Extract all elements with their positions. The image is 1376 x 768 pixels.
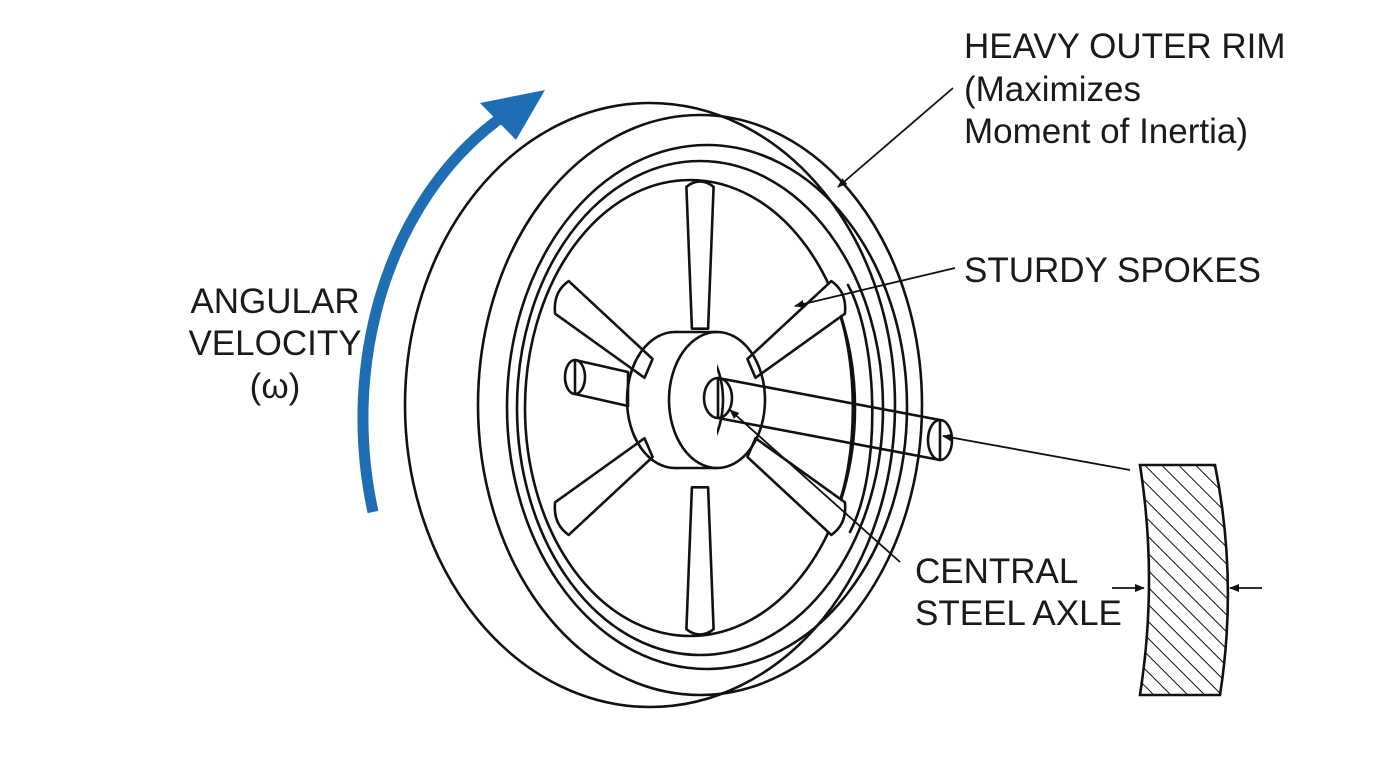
rim-inner-edge xyxy=(505,143,909,671)
hatched-section xyxy=(1138,463,1230,697)
rim-label-line3: Moment of Inertia) xyxy=(964,112,1248,151)
rim-leader xyxy=(837,87,954,188)
rim-groove-1 xyxy=(828,290,855,522)
axle-label-line2: STEEL AXLE xyxy=(915,594,1122,633)
rotation-arrowhead xyxy=(480,90,545,140)
angular-velocity-label-line2: VELOCITY xyxy=(188,324,361,363)
axle-label-line1: CENTRAL xyxy=(915,552,1078,591)
rim-back-edge xyxy=(403,101,897,709)
rim-front-outer-edge xyxy=(476,113,924,697)
rim-label-line1: HEAVY OUTER RIM xyxy=(964,27,1286,66)
rim-cross-section xyxy=(1112,463,1262,697)
angular-velocity-label-line3: (ω) xyxy=(250,367,301,406)
angular-velocity-label-line1: ANGULAR xyxy=(190,282,359,321)
rim-label-line2: (Maximizes xyxy=(964,70,1141,109)
spokes-leader xyxy=(794,267,956,308)
spoke xyxy=(685,486,715,636)
central-steel-axle xyxy=(702,376,954,462)
spoke xyxy=(553,436,654,537)
flywheel xyxy=(403,101,954,709)
hub xyxy=(625,330,767,470)
spoke xyxy=(685,180,715,330)
spokes-label: STURDY SPOKES xyxy=(964,251,1261,290)
section-leader xyxy=(942,433,1131,471)
rim-inside-face xyxy=(523,178,857,638)
spoke xyxy=(746,436,847,537)
spoke xyxy=(746,279,847,380)
sturdy-spokes xyxy=(553,180,847,636)
spoke xyxy=(553,279,654,380)
angular-velocity-arrow xyxy=(357,90,545,514)
axle-leader xyxy=(729,409,901,563)
axle-back-stub xyxy=(573,358,630,408)
hub-front-face xyxy=(667,330,767,470)
